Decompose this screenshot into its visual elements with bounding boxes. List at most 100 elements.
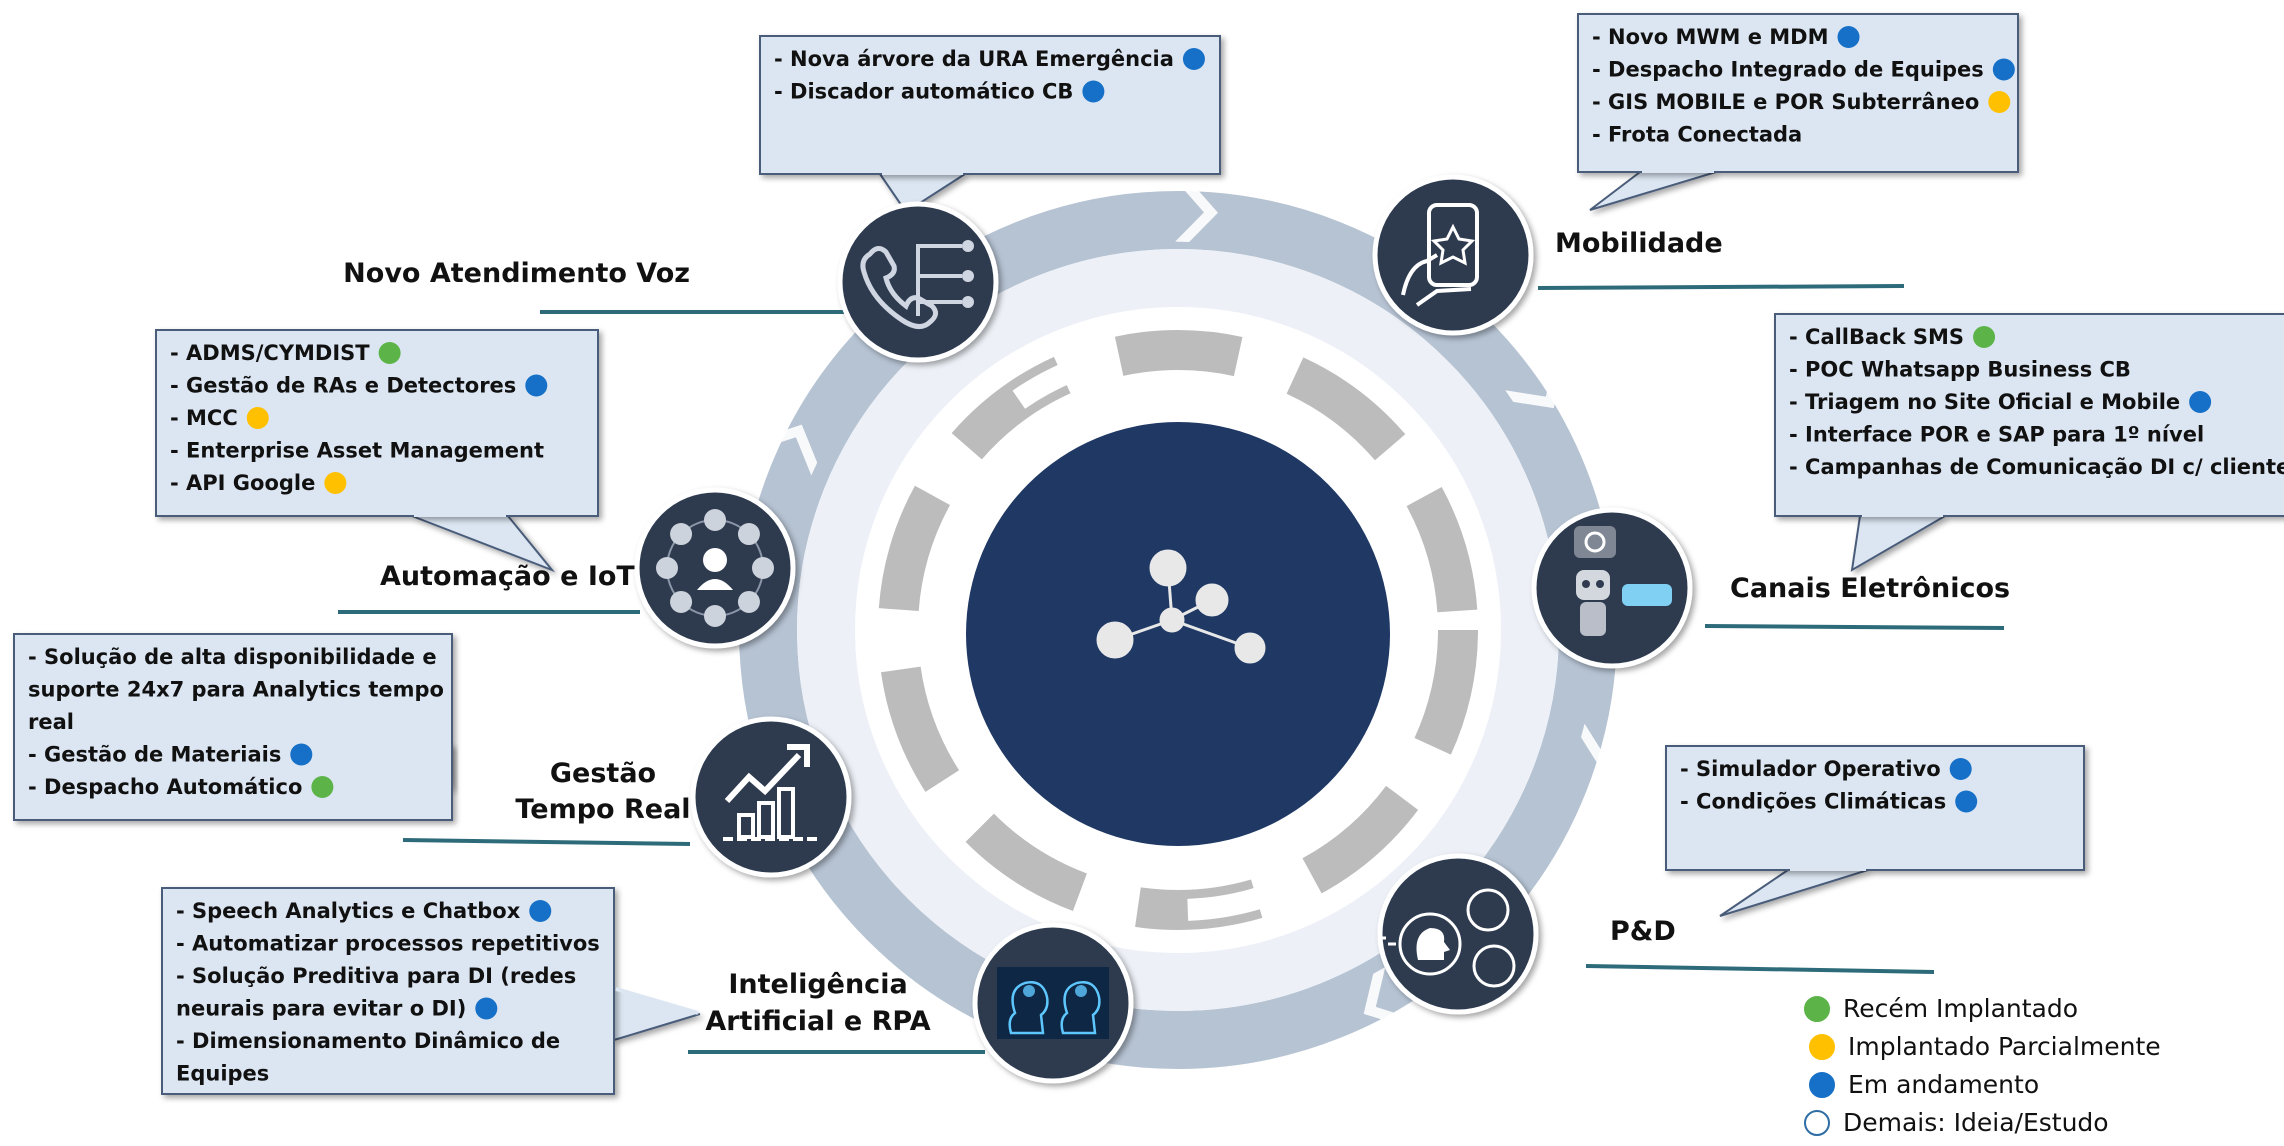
status-dot-em-andamento xyxy=(290,743,313,766)
callout-item: real xyxy=(28,710,74,734)
iot-network-icon xyxy=(634,487,796,649)
category-label: Inteligência xyxy=(728,969,907,1000)
phone-network-icon xyxy=(837,201,999,363)
callout-item: - Speech Analytics e Chatbox xyxy=(176,899,521,923)
callout-box xyxy=(1774,313,2284,517)
status-dot-em-andamento xyxy=(1992,58,2015,81)
callout-item: - ADMS/CYMDIST xyxy=(170,341,370,365)
status-dot-em-andamento xyxy=(1949,758,1972,780)
callout-item: - Condições Climáticas xyxy=(1680,790,1946,814)
callout-item: - Dimensionamento Dinâmico de xyxy=(176,1029,560,1053)
status-dot-em-andamento xyxy=(2189,391,2212,413)
callout-box xyxy=(759,35,1221,175)
callout-box xyxy=(161,887,615,1095)
category-gestao: - Solução de alta disponibilidade e supor… xyxy=(13,633,852,878)
callout-box xyxy=(1665,745,2085,871)
status-dot-em-andamento xyxy=(1955,790,1978,813)
callout-item: - MCC xyxy=(170,406,238,430)
legend-dot-em-andamento xyxy=(1809,1072,1835,1098)
status-dot-recem-implantado xyxy=(1973,326,1996,348)
status-dot-recem-implantado xyxy=(311,776,334,798)
callout-item: - Discador automático CB xyxy=(774,80,1073,104)
callout-item: - Despacho Integrado de Equipes xyxy=(1592,58,1984,82)
ring-arrow-notch xyxy=(756,424,818,476)
legend-label: Em andamento xyxy=(1848,1070,2039,1099)
white-ring xyxy=(797,249,1559,1011)
callout-item: neurais para evitar o DI) xyxy=(176,997,466,1021)
callout-box xyxy=(155,329,599,517)
callout-item: - Solução de alta disponibilidade e xyxy=(28,645,437,669)
callout-item: - Interface POR e SAP para 1º nível xyxy=(1789,423,2204,447)
status-dot-implantado-parcialmente xyxy=(324,472,347,494)
callout-item: - Campanhas de Comunicação DI c/ cliente… xyxy=(1789,455,2284,479)
status-dot-recem-implantado xyxy=(378,342,401,364)
legend-label: Implantado Parcialmente xyxy=(1848,1032,2161,1061)
category-underline xyxy=(1704,624,2005,630)
callout-box xyxy=(1577,13,2019,173)
category-automacao: - ADMS/CYMDIST - Gestão de RAs e Detector… xyxy=(155,329,796,649)
status-dot-em-andamento xyxy=(1082,80,1105,103)
ai-heads-icon xyxy=(972,922,1134,1084)
category-label: Tempo Real xyxy=(515,794,690,825)
callout-box xyxy=(13,633,453,821)
voice-sensors-icon xyxy=(1377,853,1539,1015)
callout-item: - Gestão de RAs e Detectores xyxy=(170,374,516,398)
callout-item: - Simulador Operativo xyxy=(1680,757,1941,781)
callout-seam xyxy=(421,727,451,746)
category-label: Canais Eletrônicos xyxy=(1730,573,2010,604)
inner-ring xyxy=(878,330,1478,930)
category-underline xyxy=(402,838,691,846)
category-mobilidade: - Novo MWM e MDM - Despacho Integrado de … xyxy=(1372,13,2019,336)
category-label: Novo Atendimento Voz xyxy=(343,258,690,289)
status-dot-em-andamento xyxy=(1182,48,1205,70)
callout-item: - Triagem no Site Oficial e Mobile xyxy=(1789,390,2180,414)
ring-arrow-notch xyxy=(1505,356,1563,409)
callout-item: suporte 24x7 para Analytics tempo xyxy=(28,678,444,702)
callout-item: - CallBack SMS xyxy=(1789,325,1964,349)
callout-item: - Frota Conectada xyxy=(1592,123,1802,147)
center-hub xyxy=(966,422,1390,846)
status-dot-em-andamento xyxy=(529,900,552,922)
network-nodes-icon xyxy=(1096,549,1266,664)
callout-item: - POC Whatsapp Business CB xyxy=(1789,358,2131,382)
callout-tail xyxy=(1589,171,1717,211)
callout-tail xyxy=(411,515,556,573)
category-canais: - CallBack SMS - POC Whatsapp Business CB… xyxy=(1531,313,2284,669)
category-label: P&D xyxy=(1610,916,1676,947)
category-underline xyxy=(1585,964,1935,974)
category-ia: - Speech Analytics e Chatbox - Automatiza… xyxy=(161,887,1134,1095)
category-pd: - Simulador Operativo - Condições Climáti… xyxy=(1377,745,2085,1015)
chatbot-icon xyxy=(1531,507,1693,669)
mobile-hand-icon xyxy=(1372,174,1534,336)
callout-seam xyxy=(615,987,699,1015)
category-label: Automação e IoT xyxy=(380,561,635,592)
legend-label: Recém Implantado xyxy=(1843,994,2078,1023)
callout-item: - API Google xyxy=(170,471,315,495)
status-dot-implantado-parcialmente xyxy=(246,407,269,429)
ring-arrow-notch xyxy=(1175,181,1218,242)
status-dot-em-andamento xyxy=(1837,26,1860,48)
status-dot-implantado-parcialmente xyxy=(1988,91,2011,113)
center-circle xyxy=(966,422,1390,846)
category-label: Gestão xyxy=(550,758,656,789)
callout-tail xyxy=(1850,515,1946,572)
callout-item: - Automatizar processos repetitivos xyxy=(176,932,600,956)
status-dot-em-andamento xyxy=(475,997,498,1020)
growth-chart-icon xyxy=(690,716,852,878)
callout-item: - Despacho Automático xyxy=(28,775,302,799)
callout-item: - Nova árvore da URA Emergência xyxy=(774,47,1174,71)
legend-dot-ideia-estudo xyxy=(1804,1110,1830,1136)
category-layer: - Nova árvore da URA Emergência - Discado… xyxy=(13,13,2284,1095)
legend-dot-recem-implantado xyxy=(1804,996,1830,1022)
callout-item: - GIS MOBILE e POR Subterrâneo xyxy=(1592,90,1979,114)
callout-item: - Gestão de Materiais xyxy=(28,743,281,767)
callout-item: - Novo MWM e MDM xyxy=(1592,25,1829,49)
callout-tail xyxy=(613,990,701,1042)
category-label: Artificial e RPA xyxy=(705,1006,930,1037)
ring-arrow-notch xyxy=(1363,966,1415,1027)
callout-item: - Enterprise Asset Management xyxy=(170,439,544,463)
legend-dot-implantado-parcialmente xyxy=(1809,1034,1835,1060)
category-voz: - Nova árvore da URA Emergência - Discado… xyxy=(343,35,1221,363)
